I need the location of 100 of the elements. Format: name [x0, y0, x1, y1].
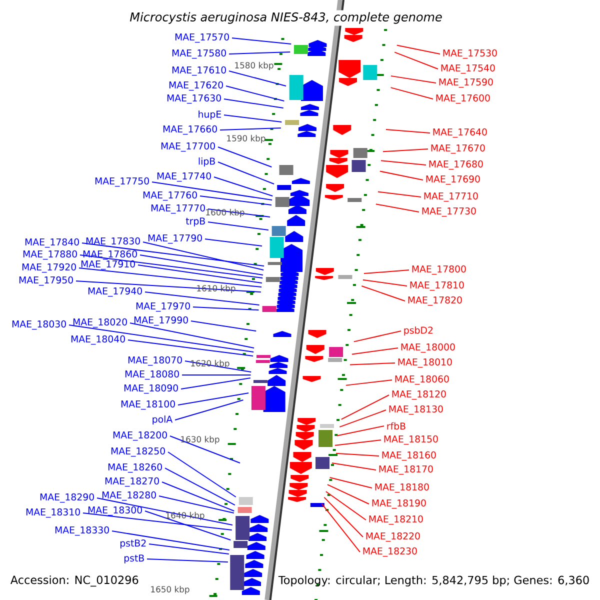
gene-label: MAE_17840 — [25, 238, 79, 248]
leader-line — [168, 452, 236, 498]
leader-line — [351, 348, 398, 355]
gene-label: hupE — [198, 110, 221, 120]
gene-label: MAE_18180 — [375, 483, 429, 493]
genome-info: Accession: NC_010296 — [10, 575, 138, 587]
gene-label: MAE_17730 — [422, 207, 476, 217]
gene-label: MAE_17570 — [175, 33, 229, 43]
leader-line — [82, 512, 232, 530]
leader-line — [363, 270, 410, 274]
leader-line — [220, 128, 282, 130]
gene-label: MAE_18150 — [384, 435, 438, 445]
leader-line — [385, 128, 430, 134]
leader-line — [76, 280, 262, 292]
gene-label: pstB2 — [120, 540, 146, 548]
gene-label: trpB — [186, 218, 205, 226]
leader-line — [96, 498, 233, 526]
leader-line — [390, 75, 436, 84]
leader-line — [324, 496, 364, 538]
leader-line — [130, 322, 255, 348]
gene-label: MAE_17810 — [410, 281, 464, 291]
leader-line — [218, 146, 272, 168]
gene-label: MAE_17580 — [172, 49, 226, 59]
gene-label: polA — [152, 415, 173, 425]
leader-line — [208, 222, 269, 230]
leader-line — [138, 264, 262, 284]
gene-label: MAE_17760 — [143, 191, 197, 201]
leader-line — [232, 38, 292, 44]
gene-label: MAE_17910 — [81, 260, 135, 270]
gene-label: MAE_17620 — [169, 81, 223, 91]
gene-label: MAE_17610 — [172, 66, 226, 76]
leader-line — [178, 392, 250, 406]
leader-line — [158, 496, 234, 514]
leader-line — [218, 162, 275, 184]
leader-line — [148, 544, 230, 554]
gene-label: MAE_17950 — [19, 276, 73, 286]
gene-label: MAE_18060 — [395, 375, 449, 385]
leader-line — [361, 285, 406, 302]
gene-label: MAE_18010 — [398, 358, 452, 368]
gene-label: MAE_18020 — [73, 318, 127, 328]
leader-line — [164, 468, 236, 506]
gene-label: MAE_18310 — [26, 508, 80, 518]
gene-label: MAE_18290 — [40, 493, 94, 503]
leader-line — [325, 490, 366, 520]
gene-label: MAE_18300 — [88, 506, 142, 516]
gene-label: MAE_17710 — [424, 192, 478, 202]
leader-line — [331, 462, 376, 470]
gene-label: MAE_17700 — [161, 142, 215, 152]
leader-line — [192, 306, 260, 310]
gene-label: MAE_17600 — [436, 94, 490, 104]
gene-label: MAE_18200 — [113, 431, 167, 441]
gene-label: MAE_18090 — [124, 384, 178, 394]
gene-label: MAE_18220 — [366, 532, 420, 542]
leader-line — [329, 476, 372, 488]
gene-label: MAE_17800 — [412, 265, 466, 275]
gene-label: MAE_17740 — [157, 172, 211, 182]
leader-line — [170, 436, 241, 464]
leader-line — [375, 204, 420, 212]
gene-label: MAE_17690 — [426, 175, 480, 185]
leader-line — [226, 86, 285, 102]
leader-line — [380, 160, 426, 166]
leader-line — [112, 530, 230, 550]
leader-line — [339, 410, 386, 428]
gene-label: psbD2 — [404, 326, 433, 336]
scale-label: 1650 kbp — [151, 586, 190, 594]
leader-line — [190, 320, 257, 332]
gene-label: MAE_17630 — [167, 94, 221, 104]
leader-line — [152, 182, 273, 200]
leader-line — [336, 426, 384, 436]
leader-line — [78, 268, 262, 288]
leader-line — [334, 440, 382, 446]
leader-line — [224, 98, 284, 108]
leader-line — [174, 400, 244, 420]
leader-line — [180, 378, 251, 390]
gene-label: MAE_18120 — [392, 390, 446, 400]
leader-line — [326, 484, 370, 504]
leader-line — [146, 558, 228, 562]
scale-label: 1590 kbp — [227, 134, 266, 144]
gene-label: MAE_18170 — [379, 465, 433, 475]
leader-line — [382, 148, 428, 152]
leader-line — [214, 176, 274, 196]
gene-label: MAE_18210 — [369, 515, 423, 525]
gene-label: MAE_18330 — [55, 526, 109, 536]
gene-label: MAE_17940 — [88, 287, 142, 297]
gene-label: MAE_18190 — [372, 499, 426, 509]
gene-label: MAE_18270 — [105, 477, 159, 487]
title: Microcystis aeruginosa NIES-843, complete genome — [128, 10, 444, 26]
gene-label: MAE_17660 — [163, 125, 217, 135]
leader-line — [82, 242, 265, 266]
gene-label: MAE_18030 — [12, 320, 66, 330]
gene-label: MAE_17990 — [134, 316, 188, 326]
gene-label: MAE_17590 — [439, 78, 493, 88]
leader-line — [182, 374, 252, 376]
gene-label: pstB — [124, 554, 144, 564]
leader-line — [350, 362, 396, 366]
genome-info: Topology: circular; Length: 5,842,795 bp; Genes: 6,360 — [278, 576, 589, 586]
gene-label: MAE_17640 — [433, 128, 487, 138]
leader-line — [362, 279, 408, 286]
gene-label: MAE_18250 — [111, 447, 165, 457]
leader-line — [144, 292, 260, 306]
